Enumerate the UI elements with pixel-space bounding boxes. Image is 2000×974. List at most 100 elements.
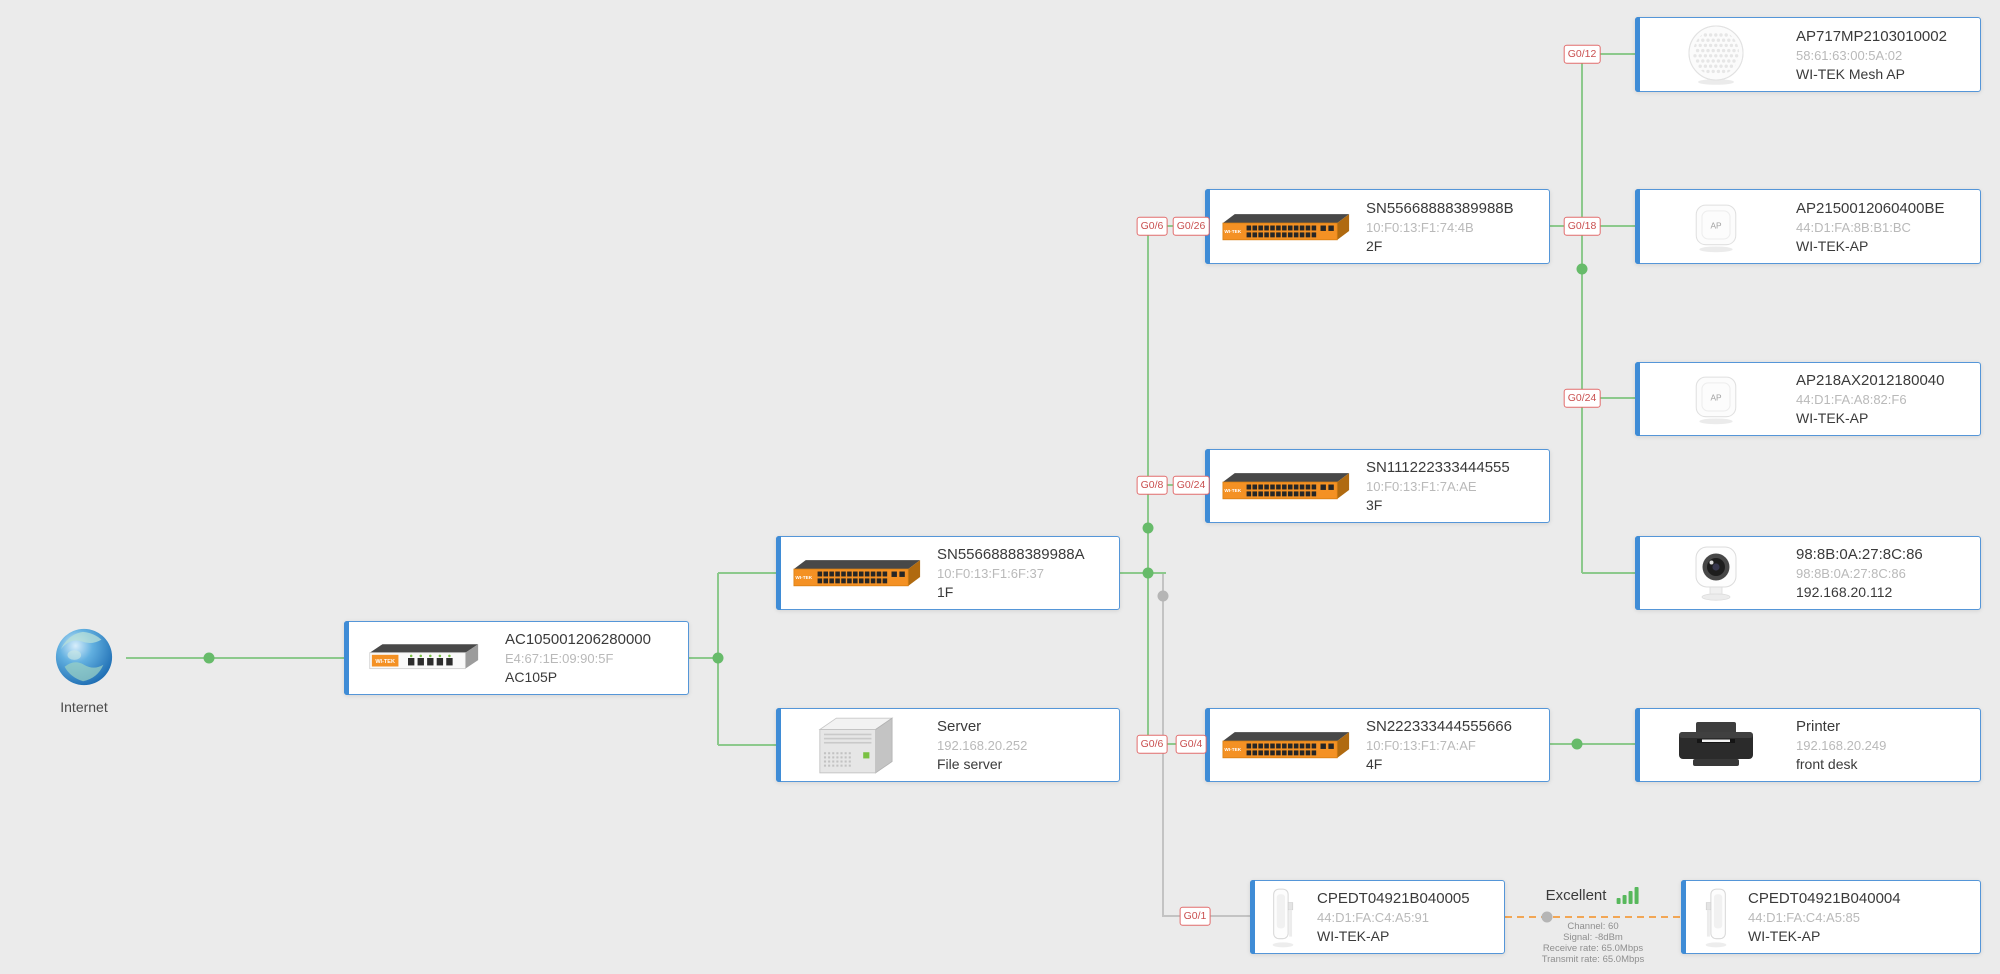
printer-icon [1636, 719, 1796, 771]
server-icon [777, 713, 937, 777]
device-title: SN55668888389988A [937, 546, 1085, 563]
device-title: CPEDT04921B040005 [1317, 890, 1470, 907]
mesh-ap-icon [1636, 23, 1796, 87]
device-caption: 3F [1366, 497, 1383, 513]
junction-dot [1576, 263, 1588, 275]
port-badge-g0-8: G0/8 [1136, 475, 1168, 495]
device-title: AC105001206280000 [505, 631, 651, 648]
device-node-camera[interactable]: 98:8B:0A:27:8C:86 98:8B:0A:27:8C:86 192.16… [1635, 536, 1981, 610]
port-badge-g0-6: G0/6 [1136, 734, 1168, 754]
port-badge-g0-24: G0/24 [1172, 475, 1210, 495]
access-point-icon: AP [1636, 201, 1796, 253]
device-title: CPEDT04921B040004 [1748, 890, 1901, 907]
device-node-ap-2150[interactable]: AP AP2150012060400BE 44:D1:FA:8B:B1:BC WI-T… [1635, 189, 1981, 264]
device-node-switch-1f[interactable]: WI-TEK SN55668888389988A 10:F0:13:F1:6F:37… [776, 536, 1120, 610]
svg-text:WI-TEK: WI-TEK [375, 659, 395, 665]
device-node-printer[interactable]: Printer 192.168.20.249 front desk [1635, 708, 1981, 782]
device-mac: 44:D1:FA:8B:B1:BC [1796, 219, 1911, 235]
device-mac: E4:67:1E:09:90:5F [505, 651, 614, 666]
wireless-quality: Excellent [1546, 886, 1641, 904]
device-title: 98:8B:0A:27:8C:86 [1796, 546, 1923, 563]
device-node-switch-4f[interactable]: WI-TEK SN222333444555666 10:F0:13:F1:7A:AF… [1205, 708, 1550, 782]
svg-text:AP: AP [1710, 220, 1722, 230]
device-caption: 2F [1366, 237, 1383, 254]
device-title: SN222333444555666 [1366, 718, 1512, 735]
device-title: Printer [1796, 718, 1841, 735]
internet-label: Internet [60, 699, 108, 715]
access-point-icon: AP [1636, 373, 1796, 425]
switch-icon: WI-TEK [1206, 210, 1366, 244]
device-caption: front desk [1796, 756, 1858, 772]
device-mac: 58:61:63:00:5A:02 [1796, 47, 1903, 63]
device-title: AP717MP2103010002 [1796, 27, 1947, 45]
signal-bars-icon [1616, 887, 1639, 904]
device-mac: 10:F0:13:F1:7A:AE [1366, 479, 1477, 494]
junction-dot [1142, 522, 1154, 534]
svg-text:WI-TEK: WI-TEK [1224, 488, 1241, 494]
device-title: SN111222333444555 [1366, 459, 1510, 476]
port-badge-g0-6: G0/6 [1136, 216, 1168, 236]
wireless-details: Channel: 60 Signal: -8dBm Receive rate: … [1542, 921, 1645, 965]
device-caption: 192.168.20.112 [1796, 584, 1893, 600]
junction-dot [1157, 590, 1169, 602]
device-mac: 192.168.20.249 [1796, 738, 1887, 753]
camera-icon [1636, 543, 1796, 603]
port-badge-g0-4: G0/4 [1175, 734, 1207, 754]
wireless-detail-receive: Receive rate: 65.0Mbps [1542, 943, 1644, 954]
junction-dot [712, 652, 724, 664]
device-node-switch-3f[interactable]: WI-TEK SN111222333444555 10:F0:13:F1:7A:AE… [1205, 449, 1550, 523]
device-caption: AC105P [505, 669, 558, 685]
device-caption: WI-TEK Mesh AP [1796, 65, 1905, 82]
junction-dot [203, 652, 215, 664]
device-mac: 98:8B:0A:27:8C:86 [1796, 566, 1906, 581]
device-mac: 10:F0:13:F1:74:4B [1366, 219, 1474, 235]
device-title: AP218AX2012180040 [1796, 372, 1945, 389]
switch-icon: WI-TEK [1206, 728, 1366, 762]
device-mac: 10:F0:13:F1:7A:AF [1366, 738, 1476, 753]
port-badge-g0-1: G0/1 [1179, 906, 1211, 926]
router-icon: WI-TEK [345, 641, 505, 675]
device-caption: WI-TEK-AP [1796, 410, 1869, 426]
device-mac: 192.168.20.252 [937, 738, 1028, 753]
port-badge-g0-26: G0/26 [1172, 216, 1210, 236]
device-mac: 44:D1:FA:C4:A5:85 [1748, 910, 1861, 925]
svg-text:AP: AP [1710, 393, 1722, 403]
device-title: SN55668888389988B [1366, 199, 1514, 217]
globe-icon [55, 628, 113, 686]
device-title: Server [937, 718, 982, 735]
svg-text:WI-TEK: WI-TEK [1224, 228, 1241, 234]
device-mac: 44:D1:FA:A8:82:F6 [1796, 392, 1907, 407]
device-caption: 1F [937, 584, 954, 600]
cpe-icon [1682, 885, 1748, 949]
wireless-quality-label: Excellent [1545, 886, 1607, 904]
wireless-detail-channel: Channel: 60 [1567, 921, 1619, 932]
device-caption: File server [937, 756, 1003, 772]
wireless-detail-signal: Signal: -8dBm [1563, 932, 1623, 943]
device-caption: 4F [1366, 756, 1383, 772]
device-node-switch-2f[interactable]: WI-TEK SN55668888389988B 10:F0:13:F1:74:4B… [1205, 189, 1550, 264]
device-caption: WI-TEK-AP [1748, 928, 1821, 944]
device-mac: 10:F0:13:F1:6F:37 [937, 566, 1044, 581]
device-caption: WI-TEK-AP [1796, 237, 1869, 254]
junction-dot [1571, 738, 1583, 750]
port-badge-g0-12: G0/12 [1563, 44, 1601, 64]
svg-text:WI-TEK: WI-TEK [795, 575, 812, 581]
svg-text:WI-TEK: WI-TEK [1224, 747, 1241, 753]
device-title: AP2150012060400BE [1796, 199, 1945, 217]
port-badge-g0-24: G0/24 [1563, 388, 1601, 408]
internet-node[interactable]: Internet [52, 626, 116, 715]
device-caption: WI-TEK-AP [1317, 928, 1390, 944]
port-badge-g0-18: G0/18 [1563, 216, 1601, 236]
wireless-detail-transmit: Transmit rate: 65.0Mbps [1541, 954, 1645, 965]
cpe-icon [1251, 885, 1317, 949]
junction-dot [1142, 567, 1154, 579]
device-mac: 44:D1:FA:C4:A5:91 [1317, 910, 1430, 925]
